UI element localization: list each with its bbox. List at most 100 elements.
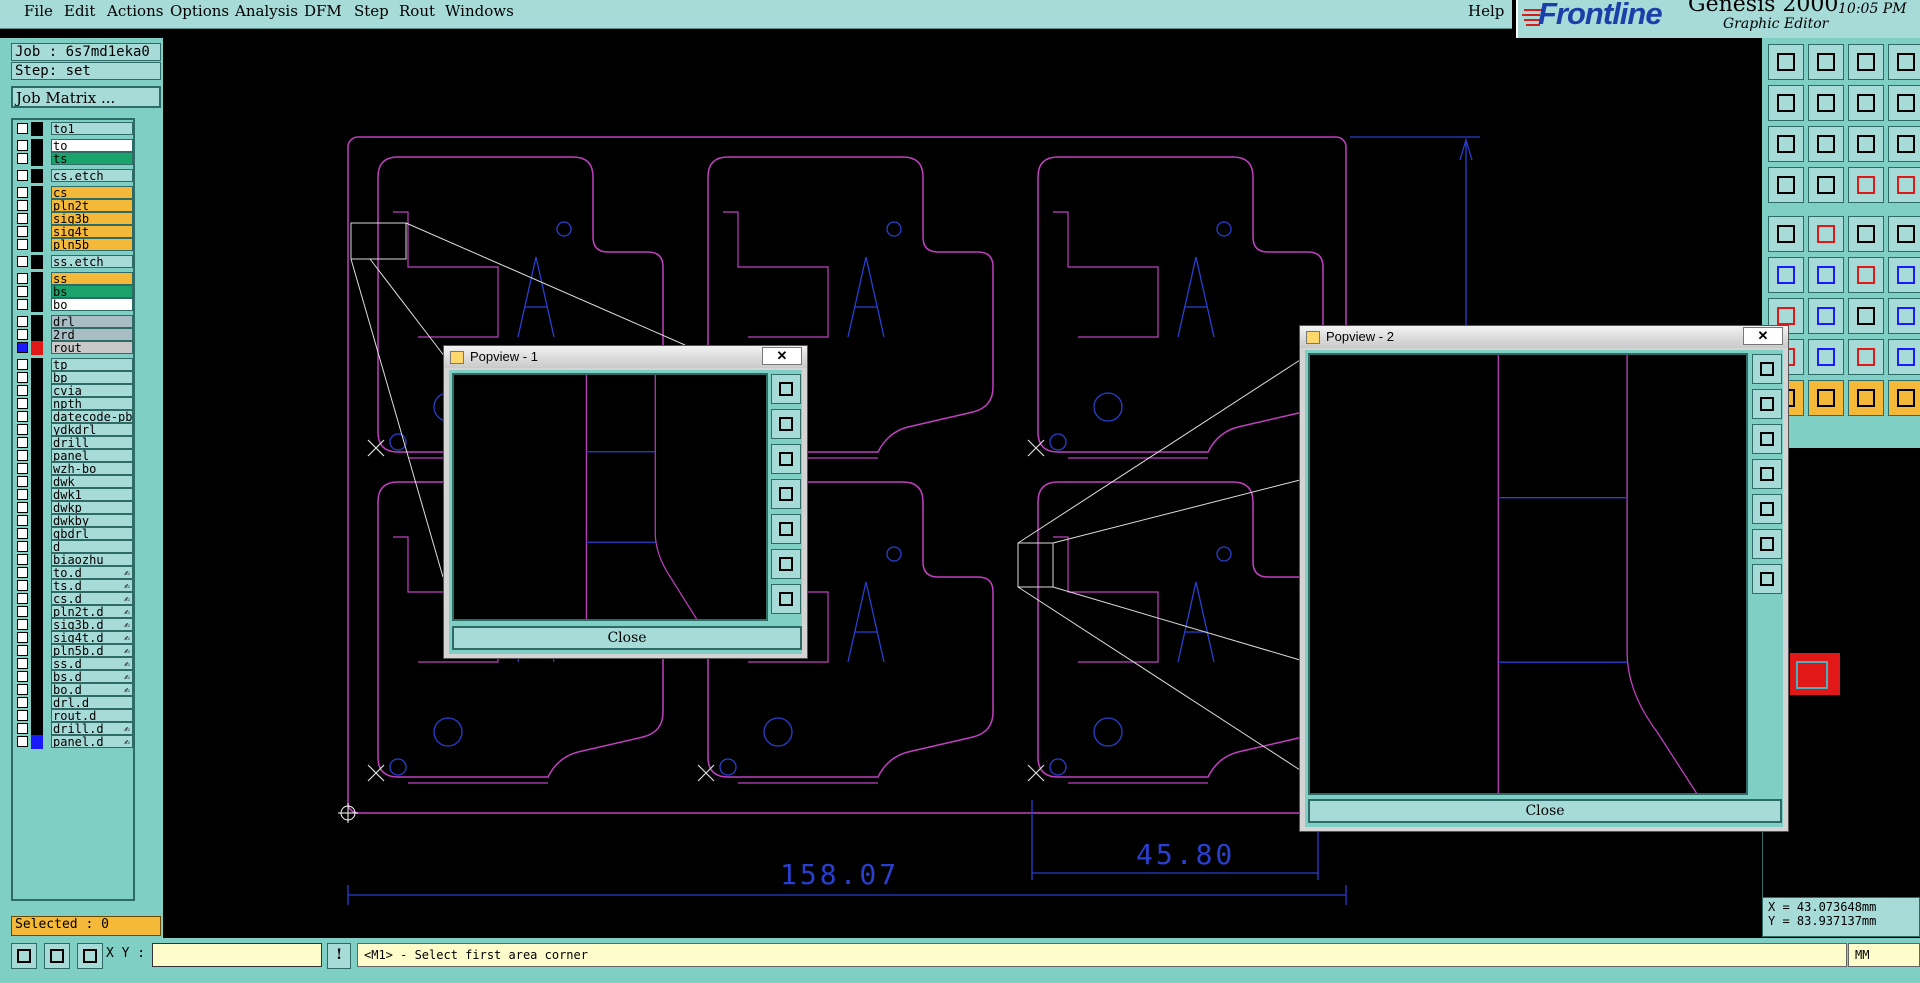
layer-row[interactable]: sig4t.d✍ — [15, 631, 133, 645]
layer-swatch[interactable] — [31, 384, 43, 398]
layer-checkbox[interactable] — [17, 606, 28, 617]
layer-row[interactable]: cs.d✍ — [15, 592, 133, 606]
popview-1-view[interactable] — [452, 373, 768, 621]
tool-button[interactable] — [1848, 85, 1884, 121]
layer-name[interactable]: rout.d — [51, 709, 133, 722]
layer-row[interactable]: sig4t — [15, 225, 133, 239]
zoom-area-button[interactable] — [11, 943, 37, 969]
layer-name[interactable]: drill — [51, 436, 133, 449]
layer-row[interactable]: biaozhu — [15, 553, 133, 567]
layer-checkbox[interactable] — [17, 153, 28, 164]
layer-row[interactable]: wzh-bo — [15, 462, 133, 476]
popview-tool-button[interactable] — [1752, 389, 1782, 419]
layer-row[interactable]: pln2t — [15, 199, 133, 213]
layer-swatch[interactable] — [31, 670, 43, 684]
tool-button[interactable] — [1768, 257, 1804, 293]
tool-button[interactable] — [1808, 44, 1844, 80]
layer-swatch[interactable] — [31, 553, 43, 567]
layer-row[interactable]: drill.d✍ — [15, 722, 133, 736]
job-matrix-button[interactable]: Job Matrix ... — [11, 86, 161, 108]
popview-tool-button[interactable] — [1752, 564, 1782, 594]
grid-button[interactable] — [77, 943, 103, 969]
layer-swatch[interactable] — [31, 199, 43, 213]
layer-swatch[interactable] — [31, 488, 43, 502]
tool-button[interactable] — [1808, 257, 1844, 293]
layer-row[interactable]: gbdrl — [15, 527, 133, 541]
layer-name[interactable]: ss.d✍ — [51, 657, 133, 670]
layer-checkbox[interactable] — [17, 411, 28, 422]
layer-checkbox[interactable] — [17, 372, 28, 383]
layer-row[interactable]: pln5b.d✍ — [15, 644, 133, 658]
layer-name[interactable]: pln2t.d✍ — [51, 605, 133, 618]
layer-checkbox[interactable] — [17, 299, 28, 310]
menu-options[interactable]: Options — [170, 2, 230, 20]
menu-file[interactable]: File — [24, 2, 53, 20]
tool-button[interactable] — [1848, 167, 1884, 203]
info-button[interactable]: ! — [327, 943, 351, 969]
tool-button[interactable] — [1848, 44, 1884, 80]
layer-checkbox[interactable] — [17, 316, 28, 327]
layer-row[interactable]: ydkdrl — [15, 423, 133, 437]
layer-swatch[interactable] — [31, 683, 43, 697]
tool-button[interactable] — [1888, 298, 1920, 334]
popview-tool-button[interactable] — [771, 514, 801, 544]
layer-name[interactable]: to.d✍ — [51, 566, 133, 579]
layer-row[interactable]: ss — [15, 272, 133, 286]
layer-row[interactable]: datecode-pbt — [15, 410, 133, 424]
layer-name[interactable]: sig4t.d✍ — [51, 631, 133, 644]
layer-row[interactable]: ts — [15, 152, 133, 166]
layer-row[interactable]: d — [15, 540, 133, 554]
layer-swatch[interactable] — [31, 644, 43, 658]
tool-button[interactable] — [1848, 339, 1884, 375]
tool-button[interactable] — [1808, 216, 1844, 252]
menu-windows[interactable]: Windows — [445, 2, 514, 20]
layer-swatch[interactable] — [31, 605, 43, 619]
layer-checkbox[interactable] — [17, 286, 28, 297]
layer-row[interactable]: cvia — [15, 384, 133, 398]
layer-row[interactable]: 2rd — [15, 328, 133, 342]
layer-row[interactable]: pln5b — [15, 238, 133, 252]
layer-row[interactable]: bo — [15, 298, 133, 312]
layer-swatch[interactable] — [31, 122, 43, 136]
layer-row[interactable]: dwk — [15, 475, 133, 489]
layer-swatch[interactable] — [31, 285, 43, 299]
layer-swatch[interactable] — [31, 139, 43, 153]
popview-tool-button[interactable] — [771, 479, 801, 509]
layer-name[interactable]: ss — [51, 272, 133, 285]
layer-checkbox[interactable] — [17, 140, 28, 151]
layer-swatch[interactable] — [31, 722, 43, 736]
layer-row[interactable]: ts.d✍ — [15, 579, 133, 593]
tool-button[interactable] — [1888, 85, 1920, 121]
layer-swatch[interactable] — [31, 423, 43, 437]
layer-checkbox[interactable] — [17, 256, 28, 267]
tool-button[interactable] — [1848, 380, 1884, 416]
layer-name[interactable]: dwkby — [51, 514, 133, 527]
layer-checkbox[interactable] — [17, 684, 28, 695]
layer-name[interactable]: tp — [51, 358, 133, 371]
layer-swatch[interactable] — [31, 462, 43, 476]
layer-row[interactable]: dwkby — [15, 514, 133, 528]
layer-row[interactable]: panel.d✍ — [15, 735, 133, 749]
layer-checkbox[interactable] — [17, 723, 28, 734]
popview-tool-button[interactable] — [1752, 459, 1782, 489]
layer-row[interactable]: to.d✍ — [15, 566, 133, 580]
menu-help[interactable]: Help — [1468, 2, 1505, 20]
layer-checkbox[interactable] — [17, 385, 28, 396]
layer-name[interactable]: sig4t — [51, 225, 133, 238]
layer-name[interactable]: ts — [51, 152, 133, 165]
layer-name[interactable]: biaozhu — [51, 553, 133, 566]
layer-checkbox[interactable] — [17, 239, 28, 250]
tool-button[interactable] — [1888, 216, 1920, 252]
layer-checkbox[interactable] — [17, 226, 28, 237]
layer-name[interactable]: to1 — [51, 122, 133, 135]
tool-button[interactable] — [1808, 126, 1844, 162]
layer-name[interactable]: dwk1 — [51, 488, 133, 501]
popview-2-titlebar[interactable]: Popview - 2 ✕ — [1300, 326, 1788, 348]
layer-checkbox[interactable] — [17, 671, 28, 682]
layer-checkbox[interactable] — [17, 502, 28, 513]
popview-2-close-button[interactable]: Close — [1308, 799, 1782, 823]
tool-button[interactable] — [1808, 339, 1844, 375]
layer-name[interactable]: pln5b.d✍ — [51, 644, 133, 657]
layer-row[interactable]: panel — [15, 449, 133, 463]
popview-tool-button[interactable] — [1752, 354, 1782, 384]
